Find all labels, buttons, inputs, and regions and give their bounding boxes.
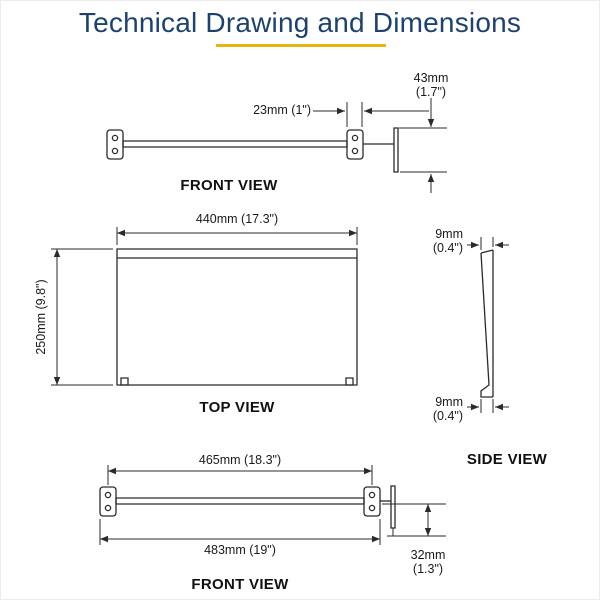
dim-label-32mm-value: 32mm — [410, 548, 446, 562]
dim-label-9mm-top-inches: (0.4") — [432, 241, 463, 255]
top-view-caption: TOP VIEW — [199, 399, 275, 416]
dim-label-465mm: 465mm (18.3") — [198, 453, 282, 467]
front-view-top-dimension-lines — [313, 98, 447, 193]
front-view-top-drawing — [107, 128, 398, 172]
dim-label-32mm-inches: (1.3") — [412, 562, 444, 576]
front-view-bottom-drawing — [100, 486, 395, 528]
front-view-top-caption: FRONT VIEW — [180, 177, 278, 194]
side-view-drawing — [481, 250, 493, 397]
title-accent-underline — [216, 44, 386, 47]
dim-label-483mm: 483mm (19") — [204, 543, 276, 557]
page-title: Technical Drawing and Dimensions — [78, 7, 522, 38]
dim-label-43mm-inches: (1.7") — [415, 85, 447, 99]
dim-label-9mm-top-value: 9mm — [435, 227, 463, 241]
front-view-bottom-dimension-lines — [100, 465, 446, 545]
side-view-dimension-lines — [467, 237, 509, 413]
dim-label-9mm-bottom-inches: (0.4") — [432, 409, 463, 423]
top-view-dimension-lines — [51, 227, 357, 385]
front-view-bottom-caption: FRONT VIEW — [191, 576, 289, 593]
dim-label-43mm-value: 43mm — [413, 71, 449, 85]
dim-label-9mm-bottom-value: 9mm — [435, 395, 463, 409]
dim-label-23mm: 23mm (1") — [253, 103, 311, 117]
side-view-caption: SIDE VIEW — [466, 451, 548, 468]
dim-label-250mm: 250mm (9.8") — [34, 279, 48, 355]
top-view-drawing — [117, 249, 357, 385]
dim-label-440mm: 440mm (17.3") — [195, 212, 279, 226]
